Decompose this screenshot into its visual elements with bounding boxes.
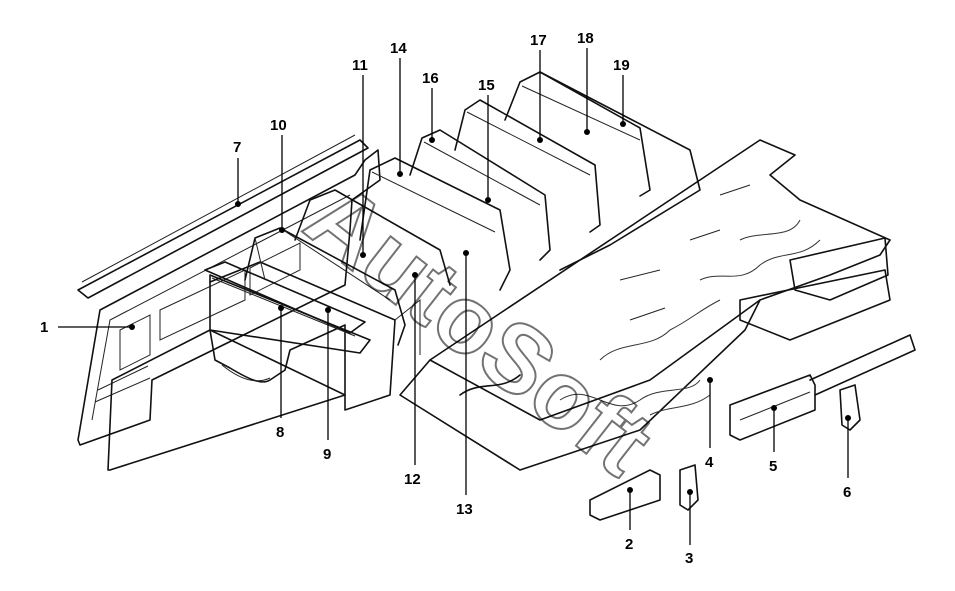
callout-2: 2	[625, 536, 633, 553]
sill-pieces-drawing	[589, 334, 916, 521]
callout-3: 3	[685, 550, 693, 567]
callout-1: 1	[40, 319, 48, 336]
callout-13: 13	[456, 501, 473, 518]
callout-12: 12	[404, 471, 421, 488]
callout-19: 19	[613, 57, 630, 74]
callout-18: 18	[577, 30, 594, 47]
callout-17: 17	[530, 32, 547, 49]
callout-6: 6	[843, 484, 851, 501]
callout-10: 10	[270, 117, 287, 134]
callout-4: 4	[705, 454, 714, 471]
callout-8: 8	[276, 424, 284, 441]
callout-7: 7	[233, 139, 241, 156]
hoop-bows-drawing	[244, 71, 701, 346]
floor-drawing	[399, 139, 891, 471]
callout-16: 16	[422, 70, 439, 87]
callout-14: 14	[390, 40, 407, 57]
leaders	[58, 48, 851, 545]
callout-11: 11	[352, 57, 368, 74]
callout-5: 5	[769, 458, 777, 475]
callout-9: 9	[323, 446, 331, 463]
callout-15: 15	[478, 77, 495, 94]
callouts: 1 2 3 4 5 6 7 8 9 10 11 12 13 14 15 16 1…	[40, 30, 851, 567]
top-rail-drawing	[77, 134, 369, 299]
